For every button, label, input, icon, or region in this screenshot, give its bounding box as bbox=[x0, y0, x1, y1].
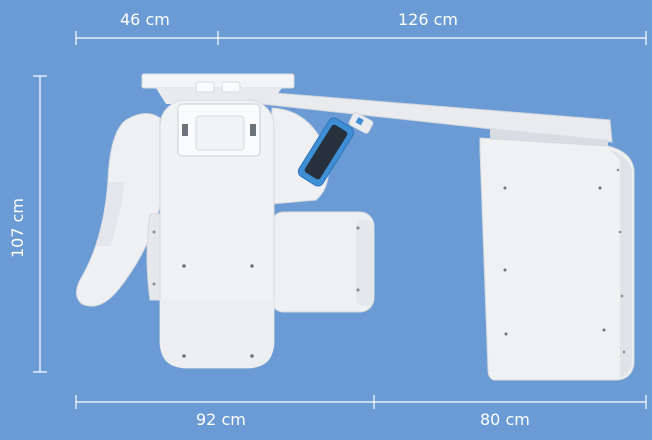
screw-icon bbox=[250, 264, 254, 268]
screw-icon bbox=[152, 282, 156, 286]
screw-icon bbox=[602, 328, 606, 332]
screw-icon bbox=[618, 230, 622, 234]
width-label-column: 92 cm bbox=[196, 410, 246, 429]
head-clip-right bbox=[250, 124, 256, 136]
rear-block-left bbox=[146, 213, 161, 301]
width-label-head: 46 cm bbox=[120, 10, 170, 29]
screw-icon bbox=[356, 288, 360, 292]
sensor-holder bbox=[297, 112, 374, 187]
screw-icon bbox=[182, 354, 186, 358]
mid-block-side bbox=[356, 220, 374, 306]
left-wing-shading bbox=[96, 182, 124, 246]
width-label-arm: 126 cm bbox=[398, 10, 459, 29]
ceiling-mount-plate bbox=[141, 73, 295, 89]
screw-icon bbox=[503, 268, 507, 272]
screw-icon bbox=[250, 354, 254, 358]
detector-panel-side bbox=[610, 150, 632, 378]
screw-icon bbox=[356, 226, 360, 230]
width-label-detector: 80 cm bbox=[480, 410, 530, 429]
head-panel bbox=[195, 115, 245, 151]
screw-icon bbox=[152, 230, 156, 234]
screw-icon bbox=[598, 186, 602, 190]
screw-icon bbox=[616, 168, 620, 172]
mount-tab bbox=[221, 81, 241, 93]
screw-icon bbox=[182, 264, 186, 268]
screw-icon bbox=[504, 332, 508, 336]
head-clip-left bbox=[182, 124, 188, 136]
screw-icon bbox=[503, 186, 507, 190]
screw-icon bbox=[622, 350, 626, 354]
height-label: 107 cm bbox=[8, 197, 27, 258]
mount-tab bbox=[195, 81, 215, 93]
dimension-lines bbox=[33, 31, 647, 409]
column-base bbox=[160, 300, 274, 368]
detector-panel bbox=[479, 137, 635, 381]
screw-icon bbox=[620, 294, 624, 298]
